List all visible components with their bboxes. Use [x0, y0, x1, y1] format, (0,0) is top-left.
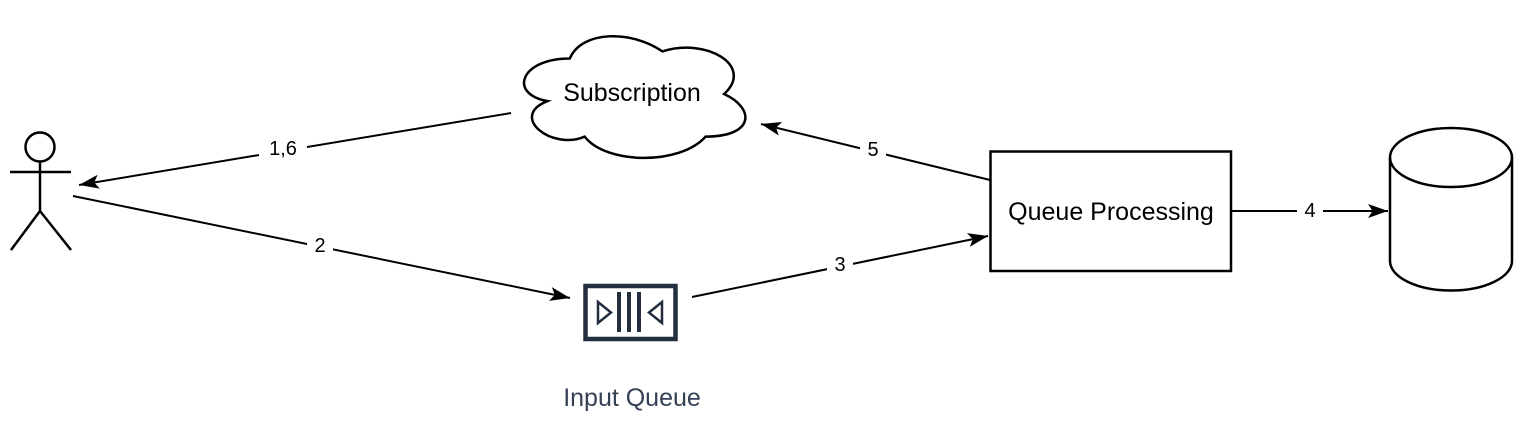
- edge-label-1-6: 1,6: [269, 138, 297, 160]
- edge-label-bg: [307, 233, 333, 259]
- edge-actor-to-input-queue: 2: [72, 195, 571, 301]
- edge-label-bg: [827, 252, 853, 278]
- queue-icon-left-triangle: [596, 299, 613, 326]
- actor-node: [9, 131, 72, 251]
- edge-queue-processing-to-subscription: 5: [760, 121, 991, 181]
- edge-label-bg: [860, 137, 886, 163]
- edge-label-2: 2: [314, 235, 325, 257]
- edge-input-queue-to-queue-processing: 3: [691, 233, 989, 298]
- subscription-label: Subscription: [563, 79, 701, 107]
- edge-label-3: 3: [834, 254, 845, 276]
- actor-head: [24, 131, 56, 163]
- database-cylinder-lid: [1388, 157, 1514, 189]
- actor-right-leg: [39, 210, 72, 251]
- queue-processing-box: [989, 150, 1233, 273]
- database-node: [1388, 126, 1514, 292]
- edge-label-bg: [1297, 198, 1323, 224]
- edge-label-5: 5: [867, 139, 878, 161]
- queue-icon-right-triangle: [647, 299, 664, 326]
- queue-processing-label: Queue Processing: [1008, 198, 1214, 226]
- edge-label-4: 4: [1304, 200, 1315, 222]
- edge-subscription-to-actor: 1,6: [78, 112, 512, 189]
- edge-label-bg: [259, 136, 307, 162]
- input-queue-label: Input Queue: [563, 384, 701, 412]
- edge-queue-processing-to-database: 4: [1231, 198, 1388, 224]
- actor-left-leg: [9, 210, 42, 251]
- input-queue-node: [583, 283, 678, 342]
- subscription-cloud-node: Subscription: [522, 34, 747, 160]
- database-cylinder-icon: [1388, 126, 1514, 292]
- queue-processing-node: Queue Processing: [989, 150, 1233, 273]
- cloud-shape: [522, 34, 747, 160]
